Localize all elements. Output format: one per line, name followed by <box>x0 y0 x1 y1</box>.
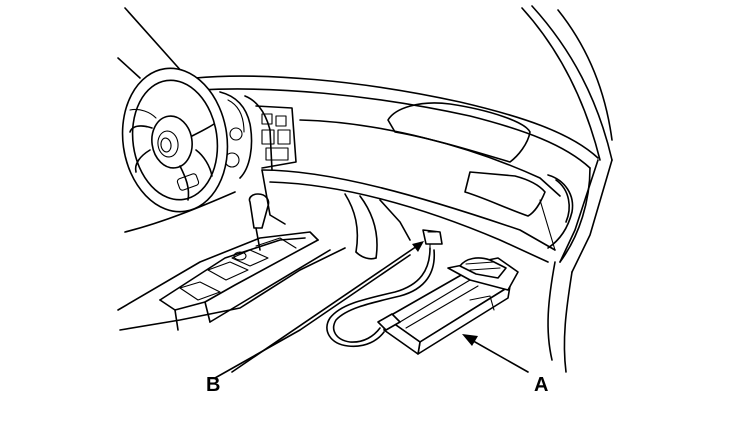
callout-a-label: A <box>534 374 548 396</box>
scan-tool <box>377 257 519 355</box>
tunnel <box>214 193 411 379</box>
arrowhead-a <box>462 334 478 346</box>
center-console <box>117 193 346 331</box>
arrowhead-b <box>412 241 424 252</box>
steering-wheel <box>121 67 229 213</box>
dlc-connector <box>422 229 443 251</box>
dashboard <box>194 75 599 263</box>
floor-lines <box>124 169 286 233</box>
leader-lines <box>231 241 529 373</box>
center-stack <box>219 91 297 179</box>
scan-tool-cable <box>326 247 436 348</box>
callout-b-label: B <box>206 374 220 396</box>
door-frame <box>521 5 613 373</box>
